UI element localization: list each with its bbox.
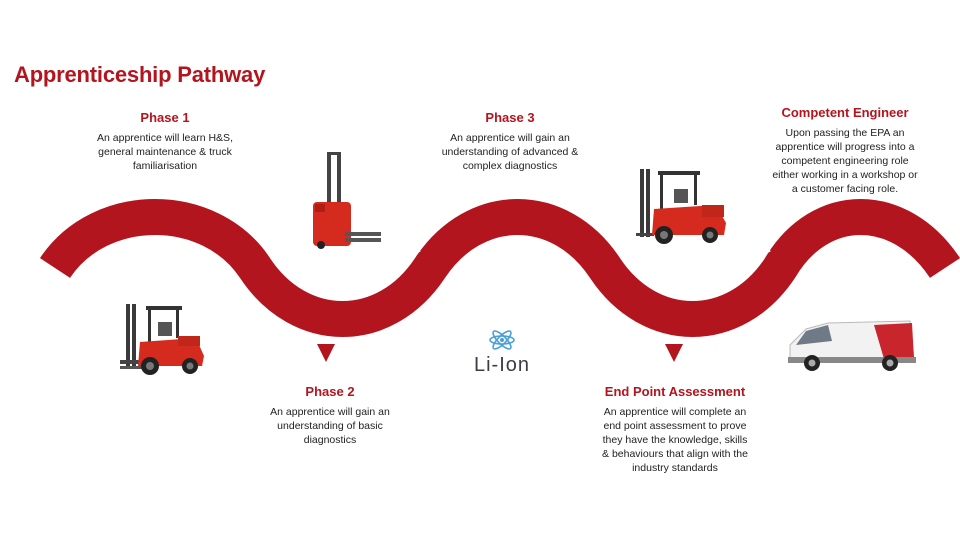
li-ion-logo: Li-Ion — [462, 326, 552, 378]
phase-title: Competent Engineer — [781, 105, 909, 120]
pointer-phase-2 — [317, 344, 335, 362]
wave-band — [40, 199, 960, 337]
phase-description: An apprentice will gain an understanding… — [441, 132, 579, 172]
phase-3: Phase 3 An apprentice will gain an under… — [405, 110, 615, 173]
phase-description: Upon passing the EPA an apprentice will … — [772, 127, 918, 195]
wave-divider — [753, 248, 771, 260]
phase-1: Phase 1 An apprentice will learn H&S, ge… — [60, 110, 270, 173]
pallet-stacker-image — [313, 152, 381, 249]
phase-description: An apprentice will gain an understanding… — [270, 406, 390, 446]
logo-text: Li-Ion — [473, 354, 531, 376]
phase-title: Phase 1 — [140, 110, 190, 125]
pointer-epa — [665, 344, 683, 362]
phase-title: Phase 3 — [485, 110, 535, 125]
pointer-competent — [840, 202, 858, 220]
pointer-phase-3 — [493, 202, 511, 220]
phase-description: An apprentice will complete an end point… — [602, 406, 748, 474]
compact-forklift-image — [636, 169, 726, 244]
wave-divider — [577, 285, 595, 299]
wave-divider — [403, 248, 421, 260]
page-title: Apprenticeship Pathway — [14, 62, 266, 87]
counterbalance-forklift-image — [120, 304, 204, 375]
wave-divider — [227, 285, 244, 299]
phase-epa: End Point Assessment An apprentice will … — [570, 384, 780, 475]
service-van-image — [788, 320, 916, 371]
atom-icon — [489, 330, 515, 350]
phase-title: Phase 2 — [305, 384, 355, 399]
phase-title: End Point Assessment — [604, 384, 746, 399]
phase-2: Phase 2 An apprentice will gain an under… — [225, 384, 435, 447]
phase-competent: Competent Engineer Upon passing the EPA … — [740, 105, 950, 196]
pointer-phase-1 — [146, 202, 164, 220]
phase-description: An apprentice will learn H&S, general ma… — [97, 132, 233, 172]
